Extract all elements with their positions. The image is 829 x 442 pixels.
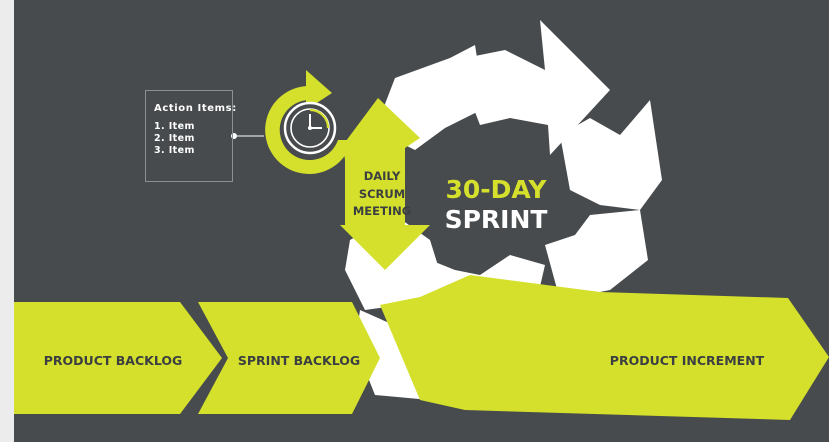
product-increment-label: PRODUCT INCREMENT	[610, 353, 765, 368]
product-backlog-label: PRODUCT BACKLOG	[44, 353, 182, 368]
clock-progress-arc	[309, 108, 330, 129]
sprint-backlog-label: SPRINT BACKLOG	[238, 353, 360, 368]
action-item: 3. Item	[154, 145, 195, 156]
sprint-backlog-arrow	[198, 302, 380, 414]
daily-cycle-icon	[265, 70, 352, 174]
daily-scrum-line-2: SCRUM	[359, 187, 405, 201]
cycle-segment-top	[455, 20, 610, 155]
daily-scrum-arrow	[340, 98, 430, 270]
action-items-box: Action Items: 1. Item 2. Item 3. Item	[145, 90, 236, 182]
action-item: 2. Item	[154, 133, 195, 144]
daily-cycle-arrowhead	[306, 70, 332, 110]
daily-scrum-line-1: DAILY	[364, 169, 401, 183]
sprint-label: SPRINT	[445, 205, 548, 234]
daily-scrum-line-3: MEETING	[353, 204, 411, 218]
sprint-duration-label: 30-DAY	[446, 175, 548, 204]
action-items-list: 1. Item 2. Item 3. Item	[154, 121, 195, 157]
action-items-title: Action Items:	[154, 103, 237, 114]
left-edge-strip	[0, 0, 14, 442]
clock-center	[308, 126, 312, 130]
cycle-segment-right-lower	[545, 210, 648, 300]
action-item: 1. Item	[154, 121, 195, 132]
product-backlog-arrow	[14, 302, 222, 414]
cycle-segment-right-upper	[560, 100, 662, 210]
daily-cycle-arrow	[265, 85, 352, 174]
product-increment-arrow	[380, 275, 829, 420]
